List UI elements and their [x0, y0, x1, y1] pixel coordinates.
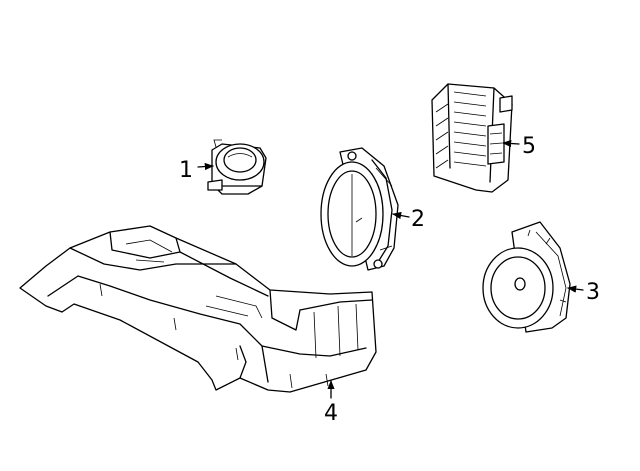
- subwoofer-enclosure[interactable]: [19, 225, 377, 393]
- leader-5: [502, 139, 520, 148]
- leader-lines: [197, 139, 584, 399]
- leader-2: [392, 211, 410, 220]
- callout-3: 3: [586, 280, 600, 305]
- callout-1: 1: [179, 158, 193, 183]
- callout-5: 5: [522, 134, 536, 159]
- door-speaker[interactable]: [320, 147, 399, 271]
- tweeter-speaker[interactable]: [207, 139, 267, 195]
- callout-2: 2: [411, 207, 425, 232]
- leader-1: [197, 162, 214, 171]
- leader-3: [567, 285, 584, 293]
- rear-speaker[interactable]: [482, 221, 571, 333]
- callout-4: 4: [324, 401, 338, 426]
- amplifier-module[interactable]: [431, 83, 513, 193]
